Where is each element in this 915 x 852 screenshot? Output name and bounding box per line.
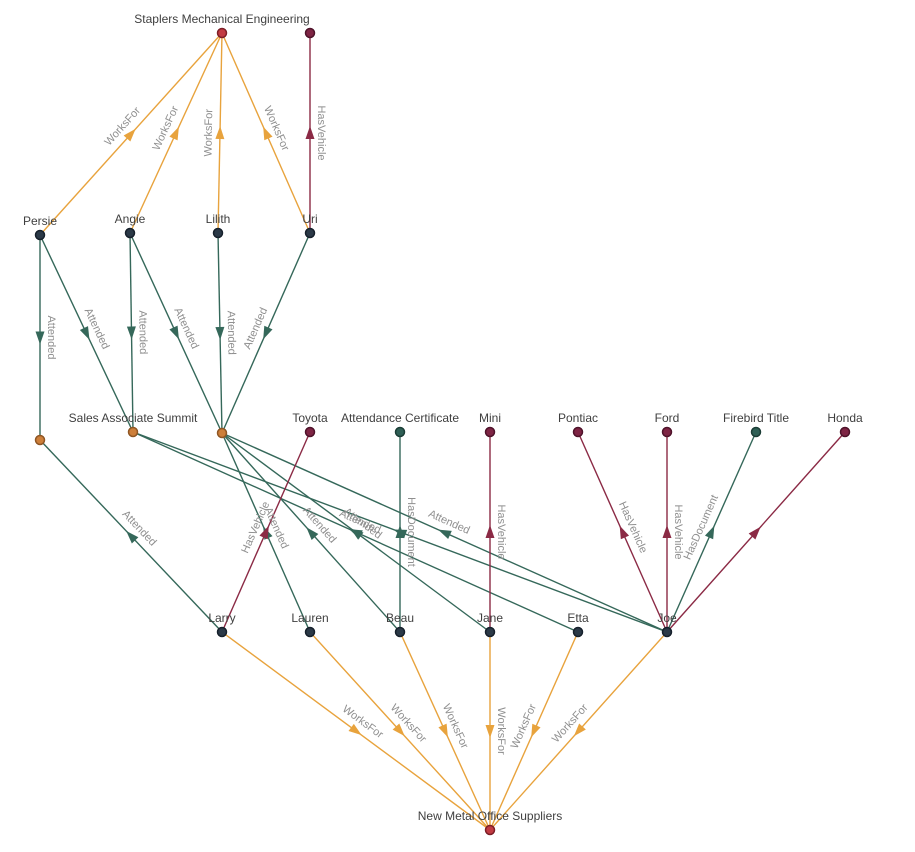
edge-arrow-angie-staplers: [169, 126, 179, 141]
node-label-honda: Honda: [827, 411, 863, 425]
node-label-nmos: New Metal Office Suppliers: [418, 809, 563, 823]
node-honda[interactable]: [839, 426, 851, 438]
edge-label-beau-event3: Attended: [300, 505, 338, 546]
edge-arrow-beau-nmos: [438, 723, 448, 738]
node-event3[interactable]: [216, 427, 228, 439]
node-lilith[interactable]: [212, 227, 224, 239]
node-label-uri: Uri: [302, 212, 317, 226]
edge-arrow-lauren-nmos: [392, 723, 405, 737]
node-label-larry: Larry: [208, 611, 235, 625]
edge-label-uri-vehicle-top: HasVehicle: [315, 105, 327, 160]
node-label-mini: Mini: [479, 411, 501, 425]
edge-arrow-etta-sas: [349, 529, 363, 539]
edge-arrow-joe-ford: [662, 525, 672, 538]
node-uri[interactable]: [304, 227, 316, 239]
edge-label-angie-staplers: WorksFor: [151, 104, 182, 152]
edge-arrow-joe-pontiac: [619, 525, 630, 540]
edge-label-uri-staplers: WorksFor: [261, 104, 291, 153]
edge-label-lilith-staplers: WorksFor: [202, 109, 215, 157]
edge-label-jane-nmos: WorksFor: [495, 707, 507, 755]
edge-arrow-joe-honda: [748, 526, 761, 540]
node-label-angie: Angie: [115, 212, 146, 226]
node-label-beau: Beau: [386, 611, 414, 625]
node-label-firebird: Firebird Title: [723, 411, 789, 425]
node-label-toyota: Toyota: [292, 411, 328, 425]
edge-label-angie-sas: Attended: [136, 310, 149, 354]
edge-label-lilith-event3: Attended: [225, 311, 238, 355]
edge-label-joe-ford: HasVehicle: [672, 504, 684, 559]
node-larry[interactable]: [216, 626, 228, 638]
node-label-persie: Persie: [23, 214, 57, 228]
node-label-joe: Joe: [657, 611, 677, 625]
edge-arrow-persie-sas: [79, 326, 90, 340]
edge-label-beau-attcert: HasDocument: [405, 497, 417, 567]
node-label-sas: Sales Associate Summit: [69, 411, 198, 425]
edge-arrow-etta-nmos: [531, 723, 541, 738]
edge-arrow-angie-sas: [126, 326, 136, 340]
node-vehicle-top[interactable]: [304, 27, 316, 39]
node-firebird[interactable]: [750, 426, 762, 438]
node-beau[interactable]: [394, 626, 406, 638]
edge-label-larry-event1: Attended: [120, 508, 159, 548]
edge-arrow-uri-staplers: [263, 126, 273, 141]
node-nmos[interactable]: [484, 824, 496, 836]
edge-arrow-joe-nmos: [573, 723, 586, 737]
edge-arrow-larry-nmos: [348, 723, 362, 736]
edge-arrow-larry-toyota: [259, 525, 269, 540]
edge-arrow-joe-firebird: [704, 525, 715, 540]
edge-arrow-joe-event3: [438, 529, 452, 540]
node-label-lilith: Lilith: [206, 212, 231, 226]
edge-label-jane-mini: HasVehicle: [495, 504, 507, 559]
node-persie[interactable]: [34, 229, 46, 241]
edge-arrow-persie-staplers: [123, 128, 136, 142]
edge-arrow-beau-attcert: [395, 525, 405, 538]
edge-label-persie-event1: Attended: [45, 315, 57, 359]
node-joe[interactable]: [661, 626, 673, 638]
edge-arrow-beau-event3: [306, 527, 319, 540]
edge-arrow-uri-vehicle-top: [305, 126, 315, 139]
node-label-ford: Ford: [655, 411, 680, 425]
edge-arrow-persie-event1: [35, 331, 45, 345]
node-attcert[interactable]: [394, 426, 406, 438]
edge-label-joe-firebird: HasDocument: [682, 493, 721, 562]
node-label-staplers: Staplers Mechanical Engineering: [134, 12, 309, 26]
node-label-jane: Jane: [477, 611, 503, 625]
node-pontiac[interactable]: [572, 426, 584, 438]
node-staplers[interactable]: [216, 27, 228, 39]
edge-arrow-jane-mini: [485, 525, 495, 538]
node-event1[interactable]: [34, 434, 46, 446]
node-etta[interactable]: [572, 626, 584, 638]
node-toyota[interactable]: [304, 426, 316, 438]
node-label-lauren: Lauren: [291, 611, 328, 625]
node-label-attcert: Attendance Certificate: [341, 411, 459, 425]
edge-arrow-larry-event1: [126, 530, 139, 544]
node-jane[interactable]: [484, 626, 496, 638]
edge-arrow-angie-event3: [169, 325, 179, 340]
edge-arrow-jane-nmos: [485, 725, 495, 738]
edge-arrow-lilith-staplers: [215, 126, 225, 140]
node-label-pontiac: Pontiac: [558, 411, 598, 425]
edge-arrow-uri-event3: [263, 325, 273, 340]
node-angie[interactable]: [124, 227, 136, 239]
node-lauren[interactable]: [304, 626, 316, 638]
node-sas[interactable]: [127, 426, 139, 438]
node-mini[interactable]: [484, 426, 496, 438]
edge-arrow-lilith-event3: [215, 326, 225, 340]
node-label-etta: Etta: [567, 611, 589, 625]
node-ford[interactable]: [661, 426, 673, 438]
